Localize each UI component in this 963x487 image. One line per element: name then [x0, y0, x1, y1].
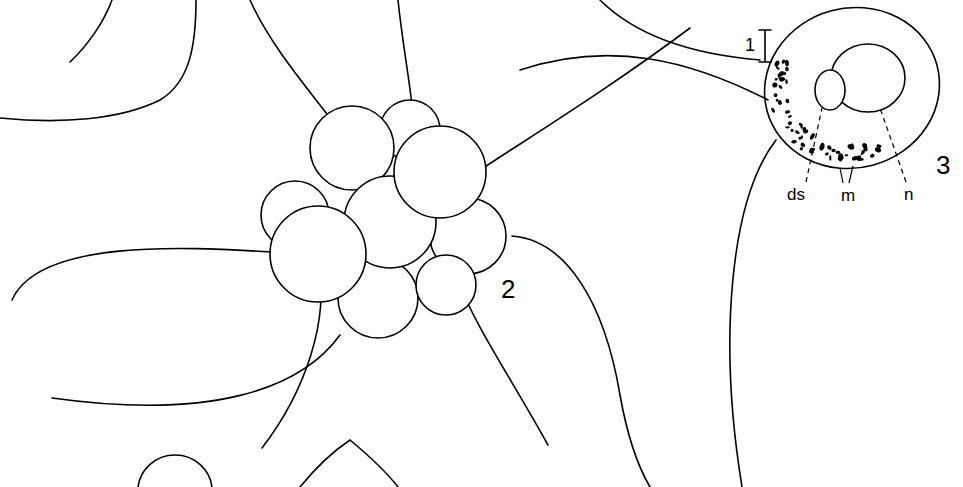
- filament: [462, 290, 548, 445]
- mitochondrion-dot: [785, 98, 790, 104]
- mitochondrion-dot: [819, 143, 826, 151]
- filament: [512, 236, 650, 487]
- mitochondrion-dot: [781, 59, 786, 64]
- mitochondrion-dot: [773, 93, 778, 98]
- mitochondrion-dot: [785, 126, 790, 128]
- filament: [468, 28, 690, 178]
- cell-outline: [746, 0, 957, 188]
- mitochondrion-dot: [802, 127, 806, 132]
- cell-outline: [0, 0, 196, 121]
- mitochondrion-dot: [772, 82, 777, 87]
- leader-line: [840, 166, 853, 183]
- mitochondrion-dot: [847, 143, 855, 150]
- figure-number: 3: [935, 152, 951, 178]
- leader-line: [880, 108, 906, 182]
- cell-inner-outline: [70, 0, 112, 62]
- mitochondrion-dot: [844, 154, 848, 157]
- mitochondrion-dot: [775, 78, 778, 81]
- mitochondrion-dot: [829, 155, 831, 161]
- mitochondrion-dot: [800, 124, 803, 129]
- mitochondrion-dot: [851, 143, 855, 149]
- cell-cluster: [261, 100, 506, 338]
- filament: [730, 140, 776, 487]
- filament: [52, 335, 340, 405]
- mitochondrion-dot: [826, 145, 832, 151]
- mitochondrion-dot: [775, 66, 780, 70]
- mitochondrion-dot: [770, 107, 775, 113]
- mitochondrion-dot: [785, 110, 791, 114]
- mitochondrion-dot: [791, 140, 797, 144]
- mitochondrion-dot: [800, 142, 806, 148]
- mitochondrion-dot: [785, 66, 789, 71]
- mitochondrion-dot: [778, 84, 783, 89]
- mitochondrion-dot: [774, 60, 781, 68]
- filament: [520, 56, 768, 100]
- filament: [138, 455, 212, 487]
- filament: [300, 440, 398, 487]
- mitochondrion-dot: [824, 152, 829, 156]
- mitochondrion-dot: [785, 60, 790, 67]
- scale-bar: [759, 30, 771, 62]
- cell-sphere: [270, 206, 366, 302]
- part-label: m: [840, 187, 856, 204]
- filament: [600, 0, 760, 60]
- mitochondrion-dot: [870, 153, 876, 158]
- mitochondrion-dot: [874, 146, 882, 153]
- mitochondria-dots: [770, 59, 882, 162]
- scale-number: 1: [744, 36, 756, 54]
- mitochondrion-dot: [777, 99, 782, 105]
- mitochondrion-dot: [794, 130, 800, 135]
- mitochondrion-dot: [787, 121, 792, 126]
- mitochondrion-dot: [785, 79, 787, 84]
- cell-sphere: [416, 255, 476, 315]
- mitochondrion-dot: [799, 147, 803, 151]
- leader-line: [806, 108, 822, 182]
- mitochondrion-dot: [779, 71, 786, 76]
- mitochondrion-dot: [860, 151, 865, 156]
- mitochondrion-dot: [778, 76, 781, 79]
- part-label: n: [903, 186, 914, 203]
- mitochondrion-dot: [809, 132, 816, 140]
- mitochondrion-dot: [788, 115, 793, 119]
- filaments: [0, 0, 776, 487]
- mitochondrion-dot: [831, 149, 835, 153]
- cell-sphere: [394, 126, 486, 218]
- mitochondrion-dot: [782, 77, 786, 80]
- figure-number: 2: [500, 276, 516, 302]
- filament: [12, 248, 272, 300]
- mitochondrion-dot: [835, 151, 840, 154]
- mitochondrion-dot: [855, 155, 862, 162]
- mitochondrion-dot: [790, 128, 794, 132]
- mitochondrion-dot: [779, 76, 785, 82]
- mitochondrion-dot: [800, 135, 804, 140]
- cell-three: [746, 0, 957, 188]
- part-label: ds: [786, 186, 806, 203]
- dense-structure: [815, 70, 845, 110]
- leader-lines: [806, 108, 906, 182]
- mitochondrion-dot: [837, 153, 844, 161]
- mitochondrion-dot: [863, 147, 868, 152]
